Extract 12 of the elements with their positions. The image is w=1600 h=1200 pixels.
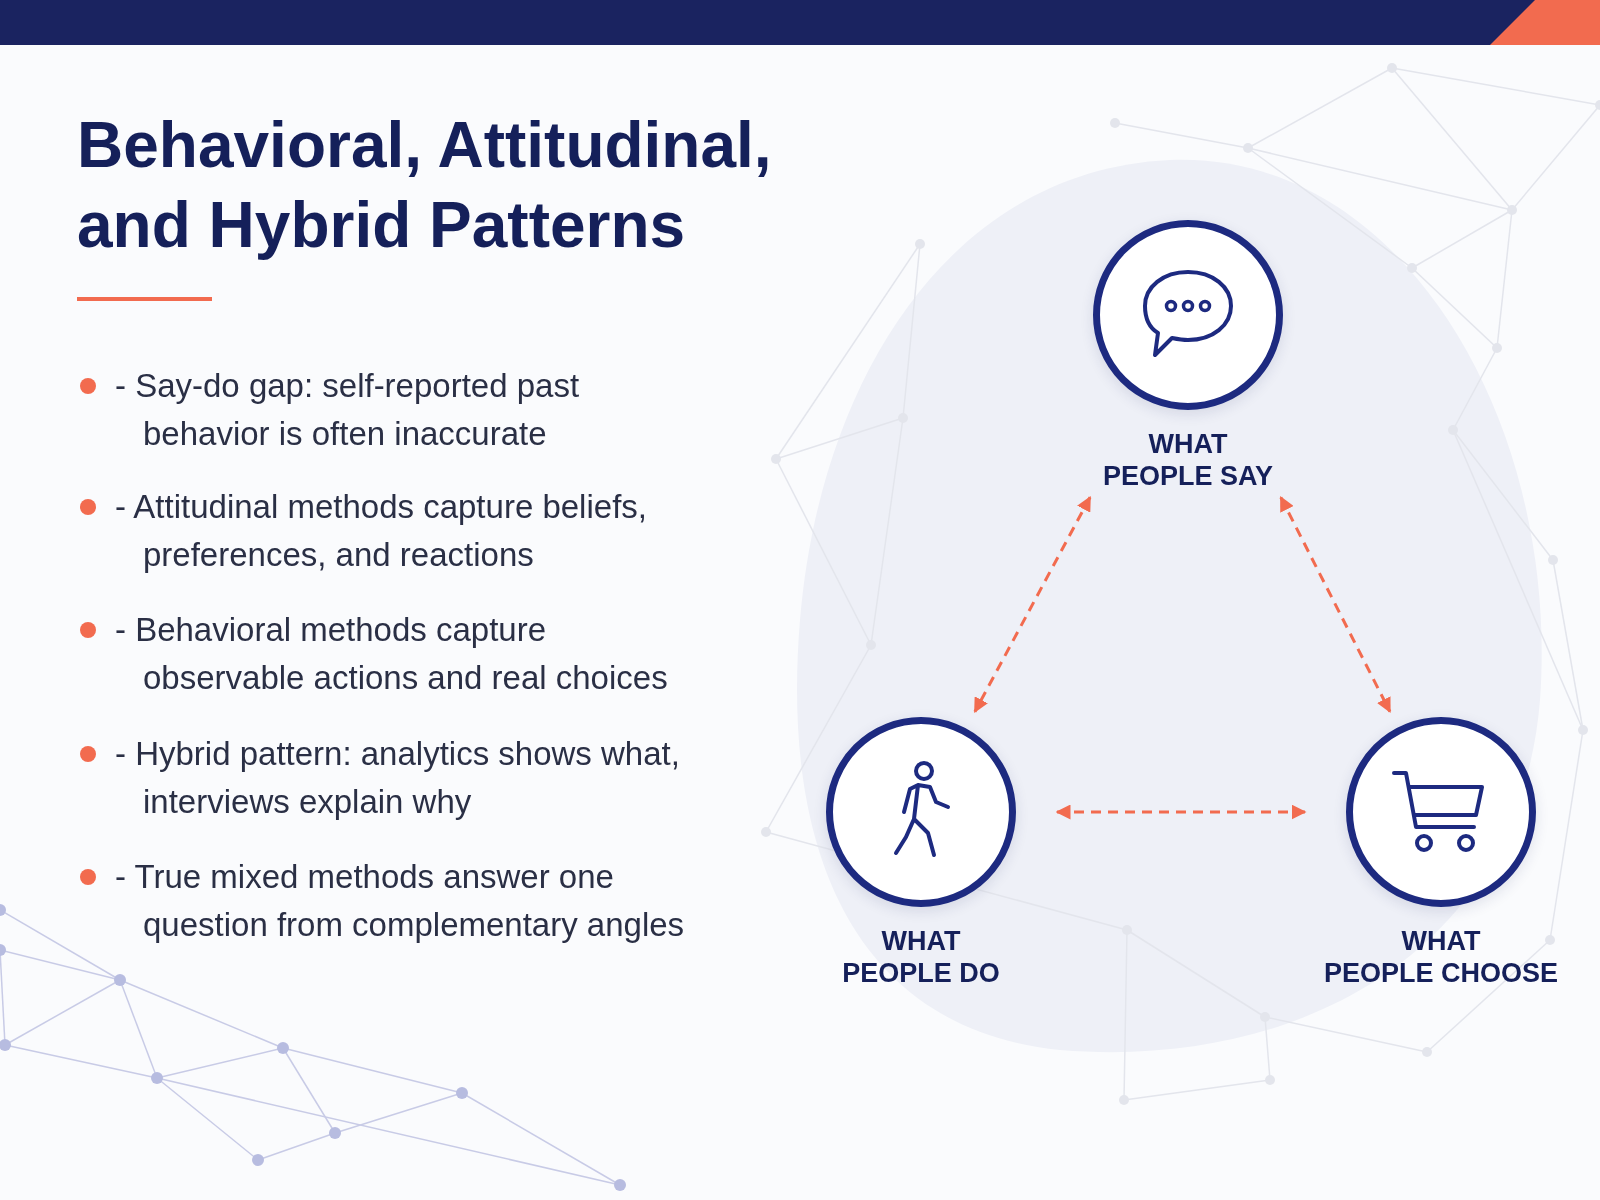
dashed-double-arrow bbox=[973, 495, 1092, 714]
dashed-double-arrow bbox=[1055, 804, 1307, 820]
dashed-double-arrow bbox=[1279, 496, 1392, 713]
node-label: WHAT PEOPLE SAY bbox=[1102, 428, 1274, 492]
bullet-text: - Attitudinal methods capture beliefs, preferences, and reactions bbox=[115, 487, 648, 575]
bullet-text: - Say-do gap: self-reported past behavior is often inaccurate bbox=[115, 366, 581, 454]
bullet-text: - Hybrid pattern: analytics shows what, interviews explain why bbox=[115, 734, 681, 822]
node-label: WHAT PEOPLE DO bbox=[842, 925, 1000, 989]
bullet-text: - Behavioral methods capture observable actions and real choices bbox=[115, 610, 669, 698]
title: Behavioral, Attitudinal, and Hybrid Patterns bbox=[77, 108, 773, 263]
bullet-text: - True mixed methods answer one question from complementary angles bbox=[115, 857, 686, 945]
node-label: WHAT PEOPLE CHOOSE bbox=[1323, 925, 1559, 989]
